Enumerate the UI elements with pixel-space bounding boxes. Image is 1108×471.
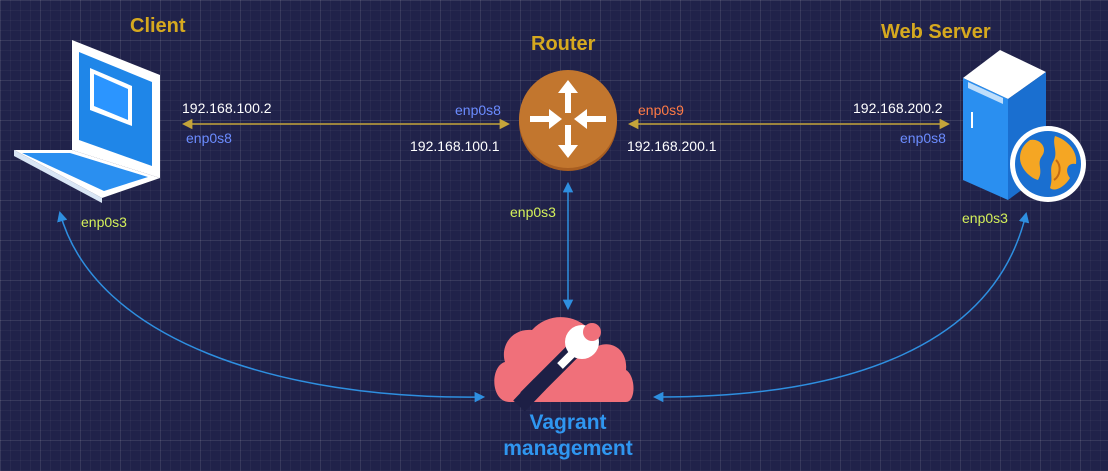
client-mgmt-link: [57, 210, 486, 403]
router-title: Router: [531, 33, 596, 55]
cloud-wrench-icon: [494, 317, 634, 412]
vagrant-label: Vagrant management: [480, 410, 656, 462]
router-icon: [519, 70, 617, 171]
server-iface-label: enp0s8: [900, 130, 946, 146]
client-iface-label: enp0s8: [186, 130, 232, 146]
server-mgmt-iface-label: enp0s3: [962, 210, 1008, 226]
router-left-ip-label: 192.168.100.1: [410, 138, 500, 154]
server-ip-label: 192.168.200.2: [853, 100, 943, 116]
server-globe-icon: [963, 50, 1086, 202]
router-right-iface-label: enp0s9: [638, 102, 684, 118]
vagrant-label-line1: Vagrant: [529, 411, 607, 434]
client-ip-label: 192.168.100.2: [182, 100, 272, 116]
client-title: Client: [130, 15, 186, 37]
client-mgmt-iface-label: enp0s3: [81, 214, 127, 230]
router-mgmt-iface-label: enp0s3: [510, 204, 556, 220]
router-right-ip-label: 192.168.200.1: [627, 138, 717, 154]
web-server-title: Web Server: [881, 21, 991, 43]
router-left-iface-label: enp0s8: [455, 102, 501, 118]
vagrant-label-line2: management: [503, 437, 633, 460]
server-mgmt-link: [652, 211, 1030, 403]
laptop-icon: [14, 40, 160, 203]
